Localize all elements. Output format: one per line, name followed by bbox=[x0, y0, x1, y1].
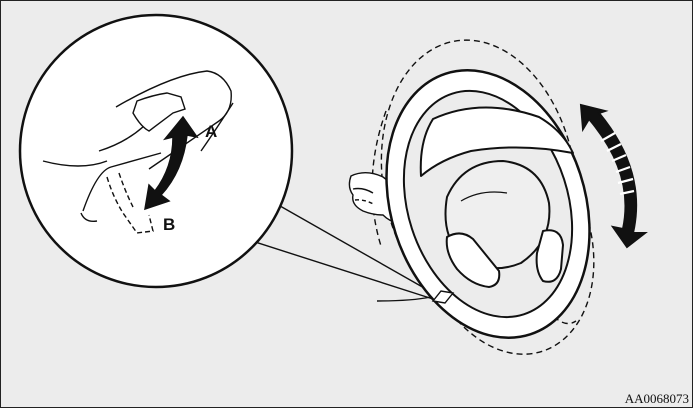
magnified-view: A B bbox=[20, 15, 292, 287]
label-a: A bbox=[205, 122, 217, 141]
label-b: B bbox=[163, 215, 175, 234]
image-code: AA0068073 bbox=[625, 391, 689, 406]
